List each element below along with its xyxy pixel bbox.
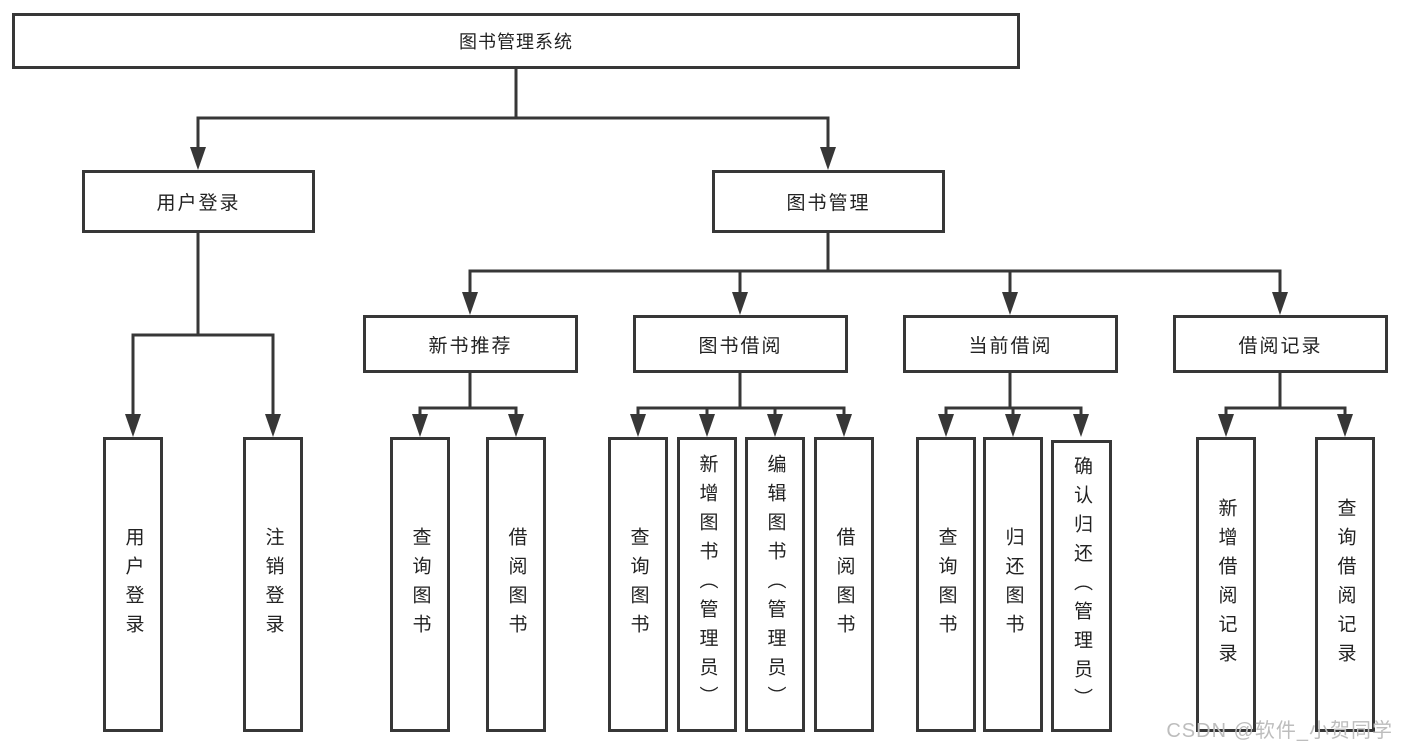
- leaf-borrow-borrow-books: 借阅图书: [814, 437, 874, 732]
- arrowheads: [125, 147, 1353, 437]
- node-user-login-label: 用户登录: [156, 193, 241, 214]
- node-root-system-label: 图书管理系统: [459, 32, 573, 52]
- leaf-current-return-books: 归还图书: [983, 437, 1043, 732]
- leaf-current-confirm-return-admin: 确认归还（管理员）: [1051, 440, 1112, 732]
- leaf-newbook-borrow-books-label: 借阅图书: [505, 526, 527, 643]
- node-book-management-label: 图书管理: [786, 193, 871, 214]
- leaf-records-add-record: 新增借阅记录: [1196, 437, 1256, 732]
- leaf-records-query-record: 查询借阅记录: [1315, 437, 1375, 732]
- csdn-watermark: CSDN @软件_小贺同学: [1166, 720, 1393, 742]
- leaf-user-login-label: 用户登录: [122, 526, 144, 643]
- node-current-borrow: 当前借阅: [903, 315, 1118, 373]
- leaf-current-query-books-label: 查询图书: [935, 526, 957, 643]
- node-user-login: 用户登录: [82, 170, 315, 233]
- leaf-borrow-borrow-books-label: 借阅图书: [833, 526, 855, 643]
- node-root-system: 图书管理系统: [12, 13, 1020, 69]
- node-book-borrow: 图书借阅: [633, 315, 848, 373]
- leaf-logout: 注销登录: [243, 437, 303, 732]
- leaf-current-confirm-return-admin-label: 确认归还（管理员）: [1071, 455, 1092, 717]
- node-borrow-records-label: 借阅记录: [1238, 335, 1323, 357]
- leaf-records-add-record-label: 新增借阅记录: [1215, 497, 1237, 672]
- leaf-borrow-edit-books-admin-label: 编辑图书（管理员）: [764, 454, 786, 715]
- leaf-user-login: 用户登录: [103, 437, 163, 732]
- node-book-borrow-label: 图书借阅: [698, 335, 783, 357]
- leaf-current-return-books-label: 归还图书: [1002, 526, 1024, 643]
- leaf-newbook-query-books: 查询图书: [390, 437, 450, 732]
- node-current-borrow-label: 当前借阅: [968, 335, 1053, 357]
- leaf-newbook-query-books-label: 查询图书: [409, 526, 431, 643]
- leaf-borrow-add-books-admin: 新增图书（管理员）: [677, 437, 737, 732]
- leaf-borrow-add-books-admin-label: 新增图书（管理员）: [696, 454, 718, 715]
- leaf-newbook-borrow-books: 借阅图书: [486, 437, 546, 732]
- node-new-book-recommend: 新书推荐: [363, 315, 578, 373]
- node-book-management: 图书管理: [712, 170, 945, 233]
- leaf-borrow-edit-books-admin: 编辑图书（管理员）: [745, 437, 805, 732]
- leaf-logout-label: 注销登录: [262, 526, 284, 643]
- node-borrow-records: 借阅记录: [1173, 315, 1388, 373]
- leaf-borrow-query-books-label: 查询图书: [627, 526, 649, 643]
- leaf-borrow-query-books: 查询图书: [608, 437, 668, 732]
- leaf-records-query-record-label: 查询借阅记录: [1334, 497, 1356, 672]
- node-new-book-recommend-label: 新书推荐: [428, 335, 513, 357]
- leaf-current-query-books: 查询图书: [916, 437, 976, 732]
